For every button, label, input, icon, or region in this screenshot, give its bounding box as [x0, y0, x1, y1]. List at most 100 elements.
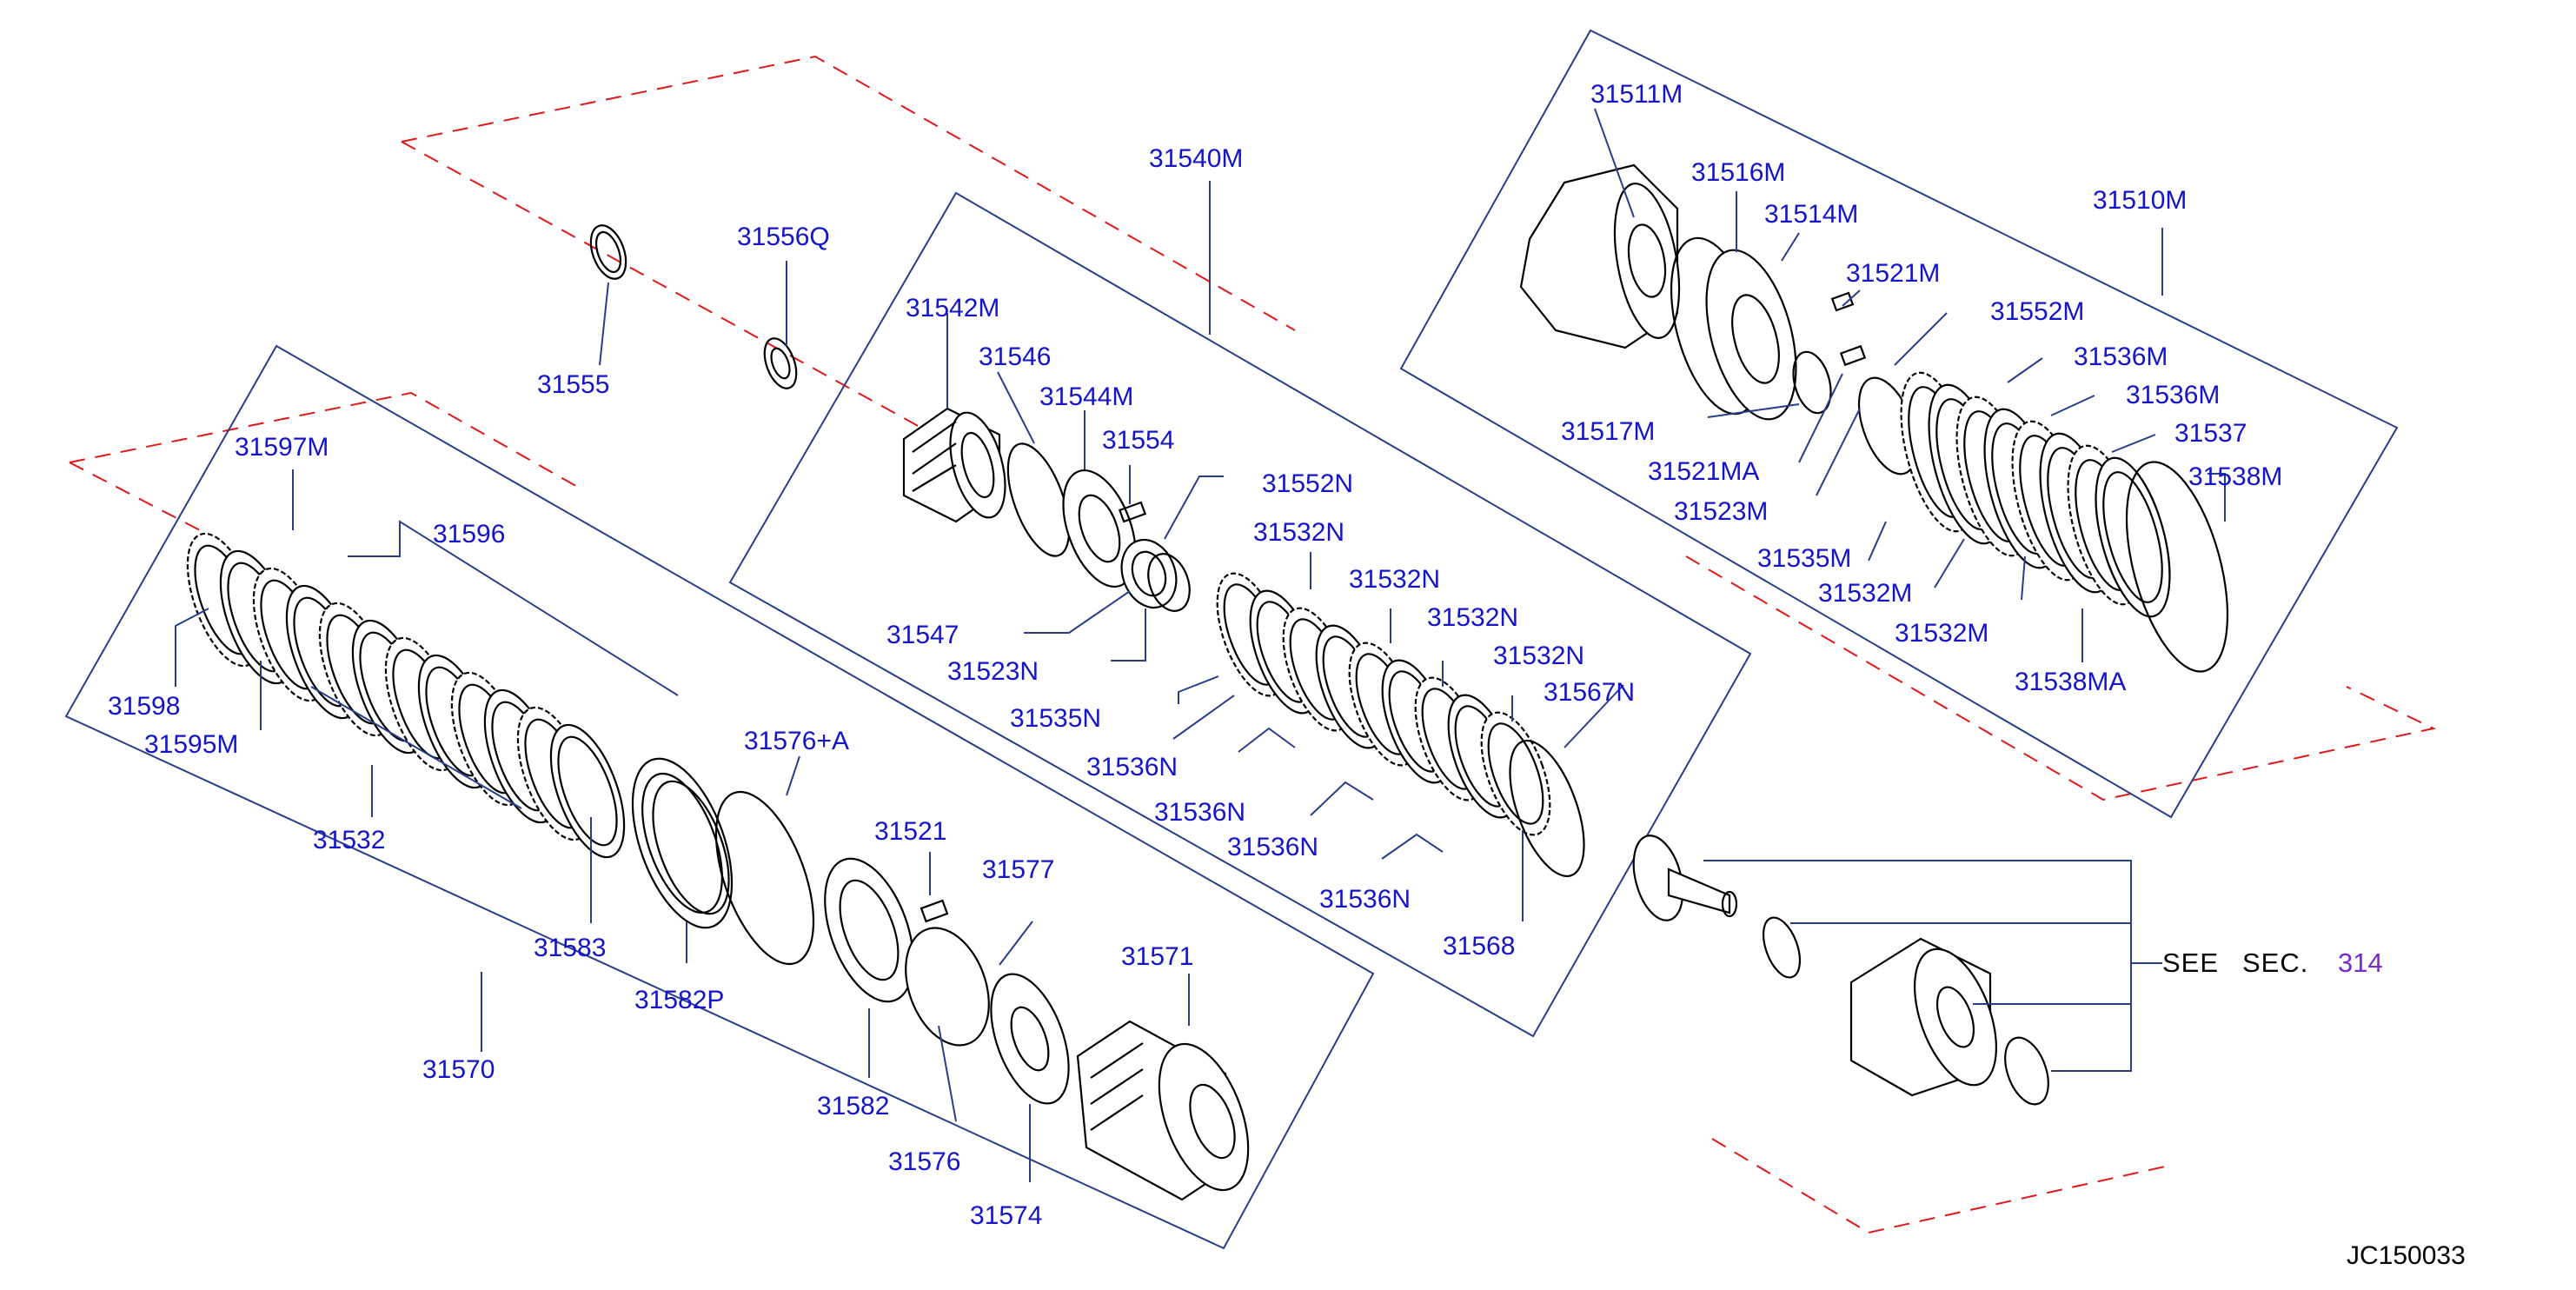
label-31567N: 31567N	[1544, 678, 1635, 707]
label-31536N-1: 31536N	[1086, 753, 1178, 781]
label-31535N: 31535N	[1010, 704, 1101, 733]
part-labels: 31540M 31556Q 31555 31542M 31546 31544M …	[108, 80, 2466, 1270]
hub-sec314	[1849, 937, 1997, 1097]
spring-31521M	[1830, 291, 1855, 312]
sec-text: SEC.	[2242, 948, 2308, 978]
piston-31514M	[1705, 249, 1797, 421]
snap-ring-31546	[1006, 442, 1071, 557]
label-31595M: 31595M	[144, 730, 238, 759]
label-31540M: 31540M	[1149, 144, 1243, 173]
label-31532: 31532	[313, 826, 385, 854]
retainer-31577	[905, 927, 990, 1047]
label-31597M: 31597M	[235, 433, 329, 462]
clutch-plate-inner	[2102, 471, 2163, 603]
label-31552N: 31552N	[1262, 469, 1353, 498]
seal-ring-31576A	[714, 790, 815, 966]
label-31514M: 31514M	[1764, 200, 1858, 229]
label-31510M: 31510M	[2093, 186, 2187, 215]
clutch-plates-31532N	[1216, 572, 1551, 836]
label-31532M-2: 31532M	[1895, 619, 1988, 648]
spring-31521	[920, 899, 949, 923]
label-31570: 31570	[422, 1055, 495, 1084]
drum-31571	[1076, 1020, 1250, 1201]
snap-ring-sec314	[1762, 916, 1802, 979]
label-31583: 31583	[534, 934, 606, 962]
label-31521: 31521	[874, 817, 946, 846]
drum-31511M	[1519, 163, 1681, 349]
frame-31540M	[728, 191, 1752, 1038]
label-31536M-2: 31536M	[2126, 381, 2220, 409]
clutch-plate-inner	[1487, 722, 1544, 825]
snap-ring-31538M	[2125, 461, 2229, 673]
label-31532N-2: 31532N	[1349, 565, 1440, 594]
label-31571: 31571	[1121, 942, 1193, 971]
label-31536N-4: 31536N	[1319, 885, 1411, 914]
clutch-plates-31532	[186, 532, 626, 859]
label-31517M: 31517M	[1561, 417, 1655, 446]
clutch-plate-inner	[557, 735, 618, 847]
label-31582: 31582	[817, 1092, 889, 1120]
section-ref-link: 314	[2338, 948, 2383, 978]
label-31574: 31574	[970, 1201, 1042, 1230]
label-31511M: 31511M	[1590, 80, 1683, 109]
label-31538MA: 31538MA	[2015, 668, 2126, 696]
parts	[186, 163, 2229, 1201]
seal-31582P	[631, 757, 734, 929]
label-31516M: 31516M	[1691, 158, 1785, 187]
label-31538M: 31538M	[2188, 462, 2282, 491]
shaft-sec314	[1632, 835, 1738, 921]
frames	[64, 29, 2399, 1250]
label-31542M: 31542M	[906, 294, 999, 322]
spring-31554	[1118, 501, 1147, 523]
seal-31517M	[1792, 350, 1832, 415]
label-31568: 31568	[1443, 932, 1515, 961]
label-31577: 31577	[982, 855, 1054, 884]
label-31532N-3: 31532N	[1427, 603, 1518, 632]
washer-31556Q	[763, 337, 798, 389]
axis-lines	[69, 55, 2437, 1234]
label-31521MA: 31521MA	[1648, 457, 1759, 486]
label-31554: 31554	[1102, 426, 1174, 455]
diagram-code: JC150033	[2347, 1241, 2466, 1270]
label-31532N-1: 31532N	[1253, 518, 1344, 547]
see-text: SEE	[2162, 948, 2219, 978]
label-31536N-3: 31536N	[1227, 833, 1318, 861]
label-31555: 31555	[537, 370, 609, 399]
label-31596: 31596	[433, 520, 505, 549]
leader-lines	[175, 108, 2226, 1182]
label-31547: 31547	[886, 621, 959, 649]
spring-31521MA	[1839, 344, 1867, 367]
clutch-plate	[1480, 711, 1551, 836]
label-31546: 31546	[979, 342, 1051, 371]
piston-31582	[824, 857, 914, 1003]
label-31523M: 31523M	[1674, 497, 1768, 526]
drum-31542M	[902, 407, 1006, 523]
label-31598: 31598	[108, 692, 180, 721]
label-31521M: 31521M	[1846, 259, 1940, 288]
label-31544M: 31544M	[1039, 382, 1133, 411]
label-31552M: 31552M	[1990, 297, 2084, 326]
label-31556Q: 31556Q	[737, 223, 830, 251]
frame-31510M	[1399, 29, 2399, 819]
label-31537: 31537	[2174, 419, 2247, 448]
label-31523N: 31523N	[947, 657, 1039, 686]
clutch-plates-31532M	[1900, 371, 2171, 618]
label-31576: 31576	[888, 1147, 960, 1176]
ring-sec314	[2004, 1036, 2049, 1106]
clutch-plate	[2095, 456, 2171, 618]
label-31532N-4: 31532N	[1493, 642, 1584, 670]
frame-31570	[64, 344, 1375, 1250]
piston-31544M	[1062, 469, 1137, 588]
hub-31574	[990, 973, 1070, 1105]
label-31536N-2: 31536N	[1154, 798, 1245, 827]
snap-ring-31555	[589, 224, 627, 280]
spring-retainer-31552N	[1120, 538, 1191, 612]
label-31532M-1: 31532M	[1818, 579, 1912, 608]
clutch-plate	[549, 723, 626, 859]
label-31576A: 31576+A	[744, 727, 849, 755]
label-31582P: 31582P	[634, 986, 724, 1014]
label-31535M: 31535M	[1757, 544, 1851, 573]
snap-ring-31567N	[1509, 739, 1585, 878]
label-31536M-1: 31536M	[2074, 342, 2168, 371]
